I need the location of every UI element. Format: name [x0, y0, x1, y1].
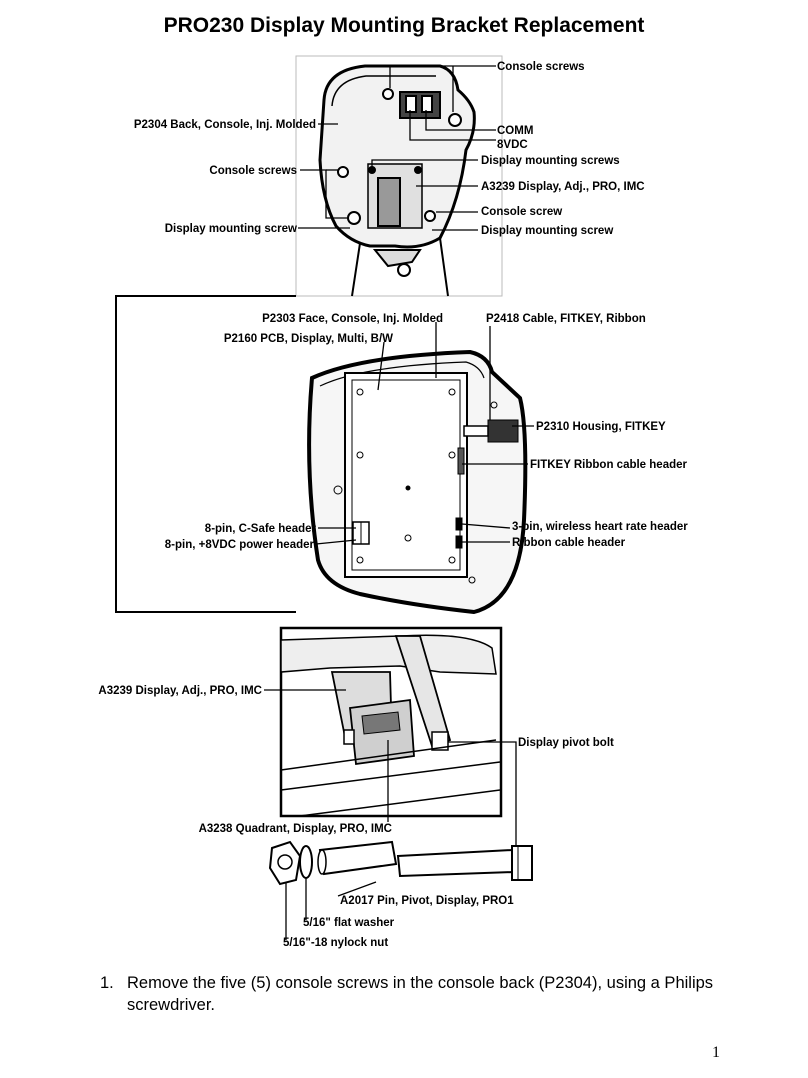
label-housing-fitkey: P2310 Housing, FITKEY [536, 421, 666, 433]
label-comm: COMM [497, 125, 533, 137]
label-console-screw: Console screw [481, 206, 562, 218]
step-number: 1. [100, 974, 114, 992]
label-cable-fitkey: P2418 Cable, FITKEY, Ribbon [486, 313, 646, 325]
console-back-figure [295, 55, 503, 297]
label-8vdc: 8VDC [497, 139, 528, 151]
page-title: PRO230 Display Mounting Bracket Replacem… [163, 14, 645, 37]
label-nylock-nut: 5/16"-18 nylock nut [283, 937, 388, 949]
label-face-console: P2303 Face, Console, Inj. Molded [262, 313, 443, 325]
page-number: 1 [712, 1044, 720, 1061]
label-pcb-display: P2160 PCB, Display, Multi, B/W [224, 333, 393, 345]
console-face-figure [307, 322, 534, 615]
pivot-assembly-figure [264, 626, 533, 940]
label-back-console: P2304 Back, Console, Inj. Molded [134, 119, 316, 131]
label-fitkey-header: FITKEY Ribbon cable header [530, 459, 688, 471]
label-display-mounting-screws: Display mounting screws [481, 155, 620, 167]
label-display-mounting-screw-right: Display mounting screw [481, 225, 613, 237]
label-pin-pivot: A2017 Pin, Pivot, Display, PRO1 [340, 895, 514, 907]
label-power-header: 8-pin, +8VDC power header [165, 539, 315, 551]
label-csafe-header: 8-pin, C-Safe header [205, 523, 317, 535]
label-pivot-bolt: Display pivot bolt [518, 737, 614, 749]
instruction-step: 1. Remove the five (5) console screws in… [100, 972, 740, 1016]
connector-frame [115, 295, 296, 613]
label-wireless-header: 3-pin, wireless heart rate header [512, 521, 688, 533]
label-display-adj-3: A3239 Display, Adj., PRO, IMC [98, 685, 262, 697]
label-console-screws-top: Console screws [497, 61, 585, 73]
label-display-adj-1: A3239 Display, Adj., PRO, IMC [481, 181, 645, 193]
label-flat-washer: 5/16" flat washer [303, 917, 395, 929]
label-ribbon-header: Ribbon cable header [512, 537, 626, 549]
label-quadrant: A3238 Quadrant, Display, PRO, IMC [199, 823, 392, 835]
label-console-screws-left: Console screws [209, 165, 297, 177]
label-display-mounting-screw-left: Display mounting screw [165, 223, 297, 235]
step-text: Remove the five (5) console screws in th… [127, 974, 714, 1014]
